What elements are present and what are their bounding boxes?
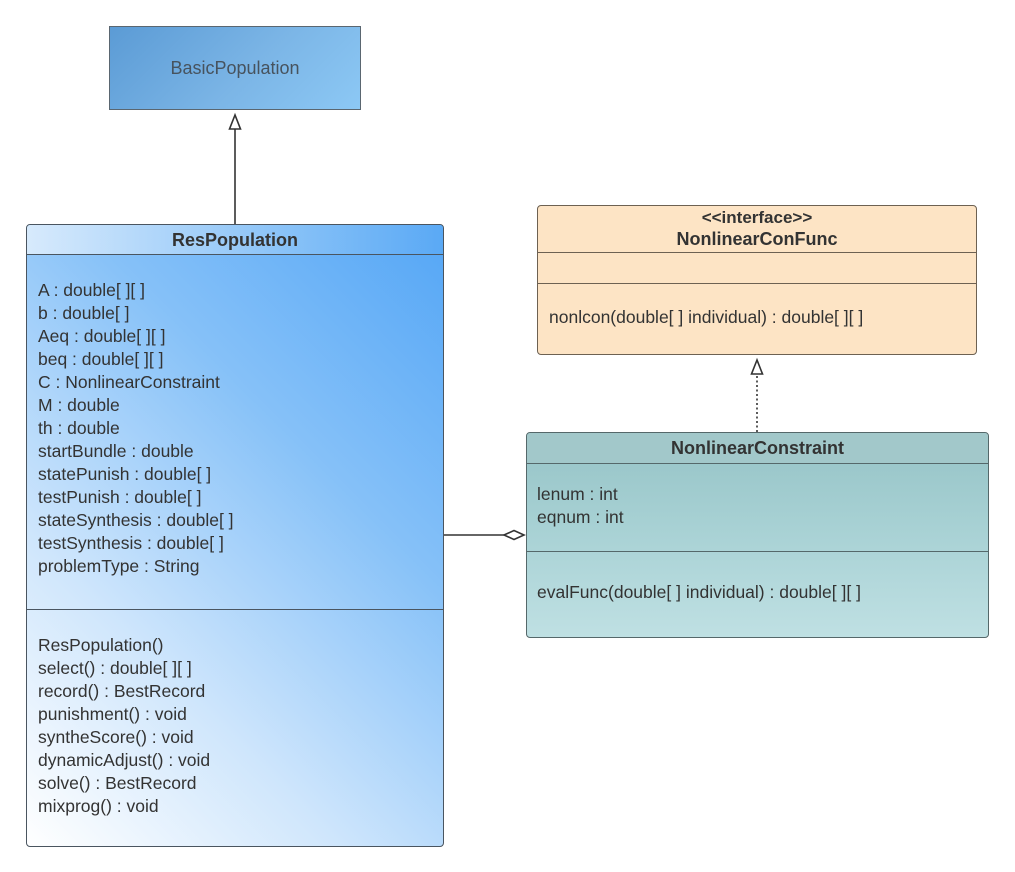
attribute: startBundle : double (38, 441, 194, 461)
method: nonlcon(double[ ] individual) : double[ … (549, 307, 864, 327)
method: mixprog() : void (38, 796, 159, 816)
attribute: b : double[ ] (38, 303, 130, 323)
attribute: beq : double[ ][ ] (38, 349, 164, 369)
attribute: A : double[ ][ ] (38, 280, 146, 300)
method: ResPopulation() (38, 635, 164, 655)
class-basic-population-name: BasicPopulation (170, 57, 300, 78)
class-nonlinear-constraint[interactable]: NonlinearConstraint lenum : int eqnum : … (526, 432, 989, 638)
generalization-arrowhead (228, 112, 242, 130)
aggregation-diamond (502, 529, 526, 541)
interface-name: NonlinearConFunc (676, 229, 838, 249)
method: syntheScore() : void (38, 727, 194, 747)
attribute: Aeq : double[ ][ ] (38, 326, 166, 346)
attribute: lenum : int (537, 484, 618, 504)
attribute: statePunish : double[ ] (38, 464, 212, 484)
class-res-population-name: ResPopulation (27, 225, 443, 255)
realization-arrowhead (750, 357, 764, 375)
method: select() : double[ ][ ] (38, 658, 192, 678)
method: evalFunc(double[ ] individual) : double[… (537, 582, 861, 602)
method: dynamicAdjust() : void (38, 750, 211, 770)
attribute: problemType : String (38, 556, 200, 576)
attribute: stateSynthesis : double[ ] (38, 510, 234, 530)
class-basic-population[interactable]: BasicPopulation (109, 26, 361, 110)
interface-nonlinear-con-func[interactable]: <<interface>> NonlinearConFunc nonlcon(d… (537, 205, 977, 355)
attribute: testSynthesis : double[ ] (38, 533, 224, 553)
class-res-population-methods: ResPopulation() select() : double[ ][ ] … (27, 610, 443, 818)
attribute: M : double (38, 395, 120, 415)
attribute: th : double (38, 418, 120, 438)
class-nonlinear-constraint-methods: evalFunc(double[ ] individual) : double[… (527, 552, 988, 604)
class-nonlinear-constraint-attributes: lenum : int eqnum : int (527, 464, 988, 552)
method: record() : BestRecord (38, 681, 206, 701)
stereotype-label: <<interface>> (701, 208, 813, 227)
class-nonlinear-constraint-name: NonlinearConstraint (527, 433, 988, 464)
attribute: C : NonlinearConstraint (38, 372, 220, 392)
attribute: testPunish : double[ ] (38, 487, 202, 507)
class-res-population-attributes: A : double[ ][ ] b : double[ ] Aeq : dou… (27, 255, 443, 610)
method: solve() : BestRecord (38, 773, 197, 793)
interface-methods: nonlcon(double[ ] individual) : double[ … (538, 284, 976, 329)
method: punishment() : void (38, 704, 187, 724)
interface-attributes (538, 253, 976, 284)
class-res-population[interactable]: ResPopulation A : double[ ][ ] b : doubl… (26, 224, 444, 847)
attribute: eqnum : int (537, 507, 624, 527)
interface-header: <<interface>> NonlinearConFunc (538, 206, 976, 253)
